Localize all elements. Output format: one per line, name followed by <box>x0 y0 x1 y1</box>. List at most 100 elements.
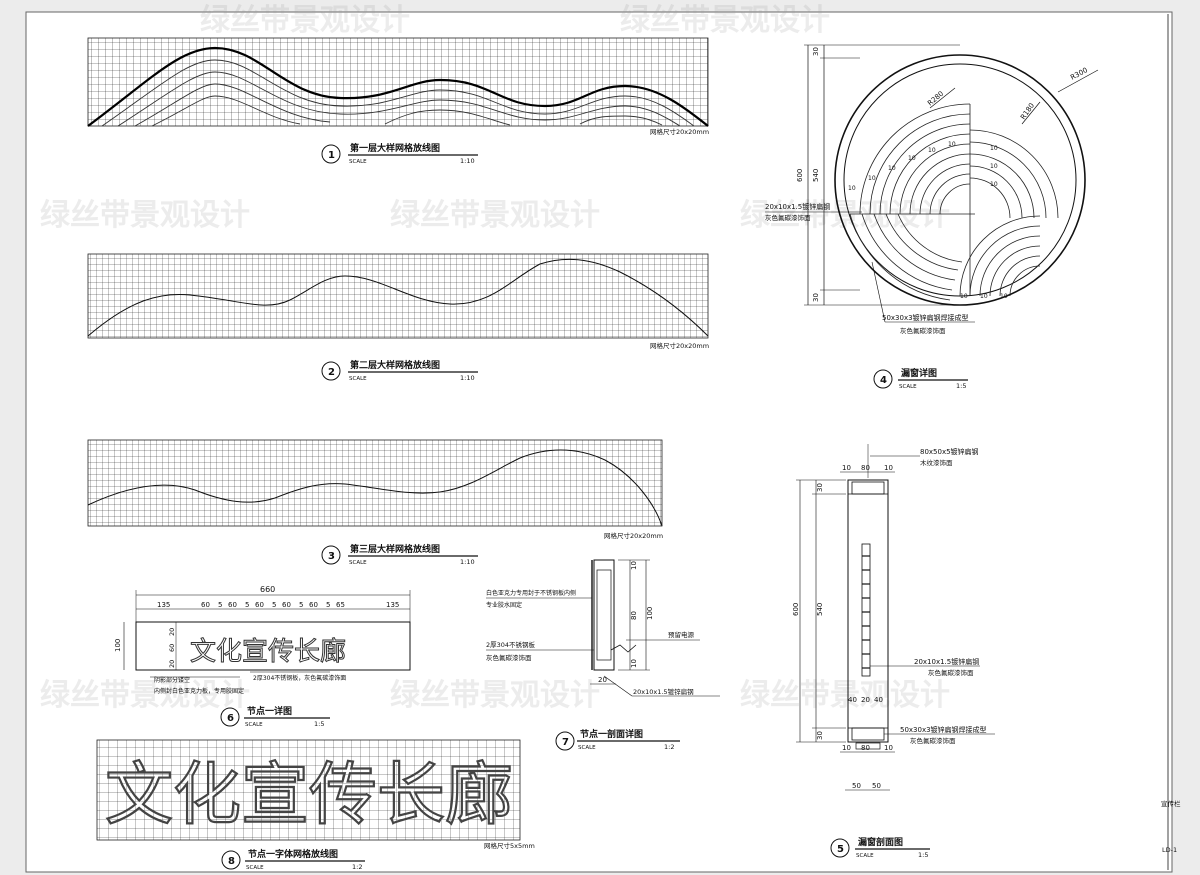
watermarks: 绿丝带景观设计 绿丝带景观设计 绿丝带景观设计 绿丝带景观设计 绿丝带景观设计 … <box>40 3 950 713</box>
note-mid-finish: 灰色氟碳漆饰面 <box>928 668 974 677</box>
detail-3-scale: 1:10 <box>460 558 475 566</box>
dim-bottom: 30 <box>812 293 820 302</box>
watermark-text: 绿丝带景观设计 <box>200 3 410 38</box>
spacing-dim: 10 <box>908 155 916 162</box>
detail-7-number: 7 <box>562 737 569 748</box>
note-acrylic: 内侧封白色亚克力板，专用胶固定 <box>154 687 244 695</box>
scale-label: SCALE <box>578 745 596 751</box>
scale-label: SCALE <box>899 384 917 390</box>
dim-bottom: 30 <box>816 731 824 740</box>
detail-8-number: 8 <box>228 856 235 867</box>
detail-5-number: 5 <box>837 844 844 855</box>
spacing-dim: 10 <box>1000 293 1008 300</box>
dim-segment: 5 <box>245 601 249 609</box>
dim-segment: 5 <box>218 601 222 609</box>
detail-1-scale: 1:10 <box>460 157 475 165</box>
dim: 80 <box>861 464 870 472</box>
detail-8-grid: 文化宣传长廊 网格尺寸5x5mm <box>96 739 535 850</box>
scale-label: SCALE <box>856 853 874 859</box>
note-bottom-steel: 50x30x3镀锌扁钢焊接成型 <box>900 725 987 734</box>
dim-total: 600 <box>796 169 804 182</box>
note-flat-steel-finish: 灰色氟碳漆饰面 <box>765 213 811 222</box>
detail-4-title: 4 漏窗详图 SCALE 1:5 <box>873 367 968 390</box>
spacing-dim: 10 <box>990 181 998 188</box>
watermark-text: 绿丝带景观设计 <box>390 678 600 713</box>
spacing-dim: 10 <box>888 165 896 172</box>
detail-1-title-text: 第一层大样网格放线图 <box>350 142 440 154</box>
watermark-text: 绿丝带景观设计 <box>620 3 830 38</box>
spacing-dim: 10 <box>928 147 936 154</box>
grid-size-note: 网格尺寸20x20mm <box>604 531 663 540</box>
spacing-dim: 10 <box>990 163 998 170</box>
dim: 80 <box>861 744 870 752</box>
spacing-dim: 10 <box>990 145 998 152</box>
glyph-text: 文化宣传长廊 <box>105 756 513 835</box>
dim: 10 <box>630 561 638 570</box>
dim-segment: 5 <box>272 601 276 609</box>
detail-4-number: 4 <box>880 375 887 386</box>
scale-label: SCALE <box>246 865 264 871</box>
dim-height: 60 <box>168 644 176 652</box>
detail-7-title-text: 节点一剖面详图 <box>580 728 643 740</box>
dim: 20 <box>861 696 870 704</box>
dim: 10 <box>884 464 893 472</box>
dim-segment: 60 <box>201 601 210 609</box>
dim-top: 30 <box>812 47 820 56</box>
note-top-finish: 木纹漆饰面 <box>920 458 953 467</box>
dim: 50 <box>852 782 861 790</box>
detail-6-title: 6 节点一详图 SCALE 1:5 <box>220 705 330 728</box>
detail-2-scale: 1:10 <box>460 374 475 382</box>
dim: 50 <box>872 782 881 790</box>
scale-label: SCALE <box>349 376 367 382</box>
detail-7-scale: 1:2 <box>664 743 674 751</box>
note-steel-plate: 2厚304不锈钢板 <box>486 640 536 649</box>
dim-segment: 5 <box>299 601 303 609</box>
detail-7-title: 7 节点一剖面详图 SCALE 1:2 <box>555 728 680 751</box>
detail-2-title-text: 第二层大样网格放线图 <box>350 359 440 371</box>
dim: 80 <box>630 611 638 620</box>
detail-3-title: 3 第三层大样网格放线图 SCALE 1:10 <box>321 543 478 566</box>
dim-segment: 135 <box>386 601 399 609</box>
note-steel-plate: 2厚304不锈钢板，灰色氟碳漆饰面 <box>253 674 346 682</box>
detail-2-title: 2 第二层大样网格放线图 SCALE 1:10 <box>321 359 478 382</box>
detail-6-sign: 660 135 60 5 60 5 60 5 60 5 60 5 65 135 … <box>114 585 411 695</box>
detail-2-grid: 网格尺寸20x20mm <box>87 253 709 350</box>
spacing-dim: 10 <box>868 175 876 182</box>
note-bottom-finish: 灰色氟碳漆饰面 <box>910 736 956 745</box>
dim: 100 <box>646 607 654 620</box>
detail-3-title-text: 第三层大样网格放线图 <box>350 543 440 555</box>
dim-height: 100 <box>114 639 122 652</box>
scale-label: SCALE <box>349 159 367 165</box>
detail-5-scale: 1:5 <box>918 851 928 859</box>
sign-text: 文化宣传长廊 <box>190 637 346 667</box>
detail-6-number: 6 <box>227 713 234 724</box>
dim-segment: 60 <box>228 601 237 609</box>
grid-size-note-small: 网格尺寸5x5mm <box>484 841 535 850</box>
note-top-steel: 80x50x5镀锌扁钢 <box>920 447 979 456</box>
dim-total: 600 <box>792 603 800 616</box>
detail-5-title-text: 漏窗剖面图 <box>858 836 903 848</box>
detail-1-title: 1 第一层大样网格放线图 SCALE 1:10 <box>321 142 478 165</box>
dim-segment: 60 <box>309 601 318 609</box>
spacing-dims: 10 10 10 10 10 10 10 10 10 10 10 10 <box>848 141 1008 300</box>
note-steel-finish: 灰色氟碳漆饰面 <box>486 653 532 662</box>
spacing-dim: 10 <box>848 185 856 192</box>
note-frame-steel-finish: 灰色氟碳漆饰面 <box>900 326 946 335</box>
detail-4-title-text: 漏窗详图 <box>901 367 937 379</box>
dim: 10 <box>842 464 851 472</box>
detail-1-grid: 网格尺寸20x20mm <box>87 37 709 136</box>
detail-5-title: 5 漏窗剖面图 SCALE 1:5 <box>830 836 930 859</box>
note-glue: 专业胶水固定 <box>486 601 522 609</box>
dim-top: 30 <box>816 483 824 492</box>
dim-height: 20 <box>168 628 176 636</box>
dim-segment: 60 <box>282 601 291 609</box>
detail-7-section: 10 80 10 100 20 白色亚克力专用封于不锈钢板内侧 专业胶水固定 2… <box>486 559 720 697</box>
detail-4-window: 10 10 10 10 10 10 10 10 10 10 10 10 R300… <box>765 44 1099 335</box>
detail-5-section: 10 80 10 30 540 30 600 40 20 40 10 80 10… <box>792 444 995 791</box>
detail-8-title-text: 节点一字体网格放线图 <box>248 848 338 860</box>
note-flat-steel: 20x10x1.5镀锌扁钢 <box>765 202 830 211</box>
detail-6-scale: 1:5 <box>314 720 324 728</box>
detail-3-number: 3 <box>328 551 335 562</box>
spacing-dim: 10 <box>948 141 956 148</box>
